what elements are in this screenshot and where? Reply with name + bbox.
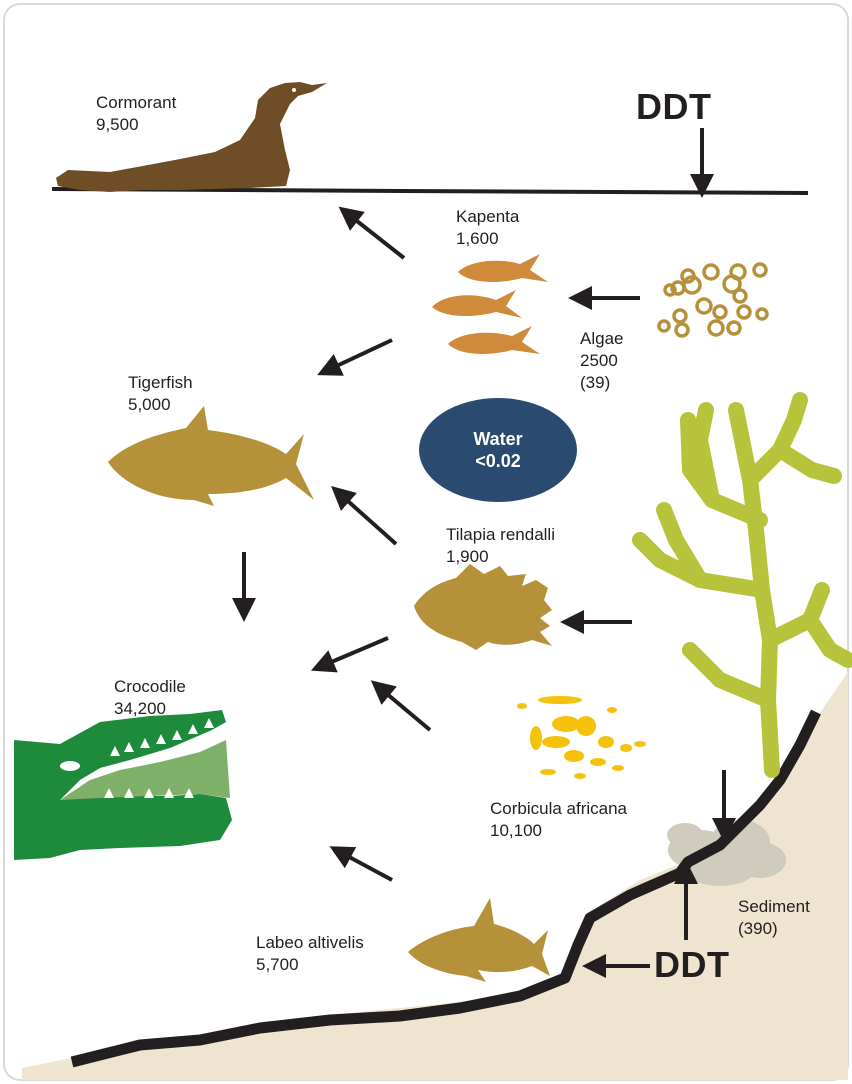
corbicula-value: 10,100 <box>490 820 627 842</box>
water-label: Water <0.02 <box>438 428 558 472</box>
kapenta-value: 1,600 <box>456 228 519 250</box>
crocodile-eye <box>60 761 80 771</box>
kapenta-name: Kapenta <box>456 206 519 228</box>
labeo-value: 5,700 <box>256 954 364 976</box>
cormorant-label: Cormorant 9,500 <box>96 92 176 136</box>
algae-name: Algae <box>580 328 623 350</box>
kapenta-label: Kapenta 1,600 <box>456 206 519 250</box>
tilapia-label: Tilapia rendalli 1,900 <box>446 524 555 568</box>
sediment-name: Sediment <box>738 896 810 918</box>
crocodile-label: Crocodile 34,200 <box>114 676 186 720</box>
algae-value: 2500 <box>580 350 623 372</box>
corbicula-name: Corbicula africana <box>490 798 627 820</box>
algae-label: Algae 2500 (39) <box>580 328 623 394</box>
tilapia-value: 1,900 <box>446 546 555 568</box>
labeo-label: Labeo altivelis 5,700 <box>256 932 364 976</box>
algae-extra: (39) <box>580 372 623 394</box>
corbicula-label: Corbicula africana 10,100 <box>490 798 627 842</box>
tilapia-name: Tilapia rendalli <box>446 524 555 546</box>
crocodile-value: 34,200 <box>114 698 186 720</box>
tigerfish-label: Tigerfish 5,000 <box>128 372 193 416</box>
cormorant-value: 9,500 <box>96 114 176 136</box>
water-value: <0.02 <box>438 450 558 472</box>
water-name: Water <box>438 428 558 450</box>
tigerfish-value: 5,000 <box>128 394 193 416</box>
cormorant-name: Cormorant <box>96 92 176 114</box>
ddt-bottom-label: DDT <box>654 944 730 986</box>
labeo-name: Labeo altivelis <box>256 932 364 954</box>
sediment-label: Sediment (390) <box>738 896 810 940</box>
cormorant-eye <box>292 88 296 92</box>
ddt-top-label: DDT <box>636 86 712 128</box>
sediment-value: (390) <box>738 918 810 940</box>
crocodile-name: Crocodile <box>114 676 186 698</box>
tigerfish-name: Tigerfish <box>128 372 193 394</box>
